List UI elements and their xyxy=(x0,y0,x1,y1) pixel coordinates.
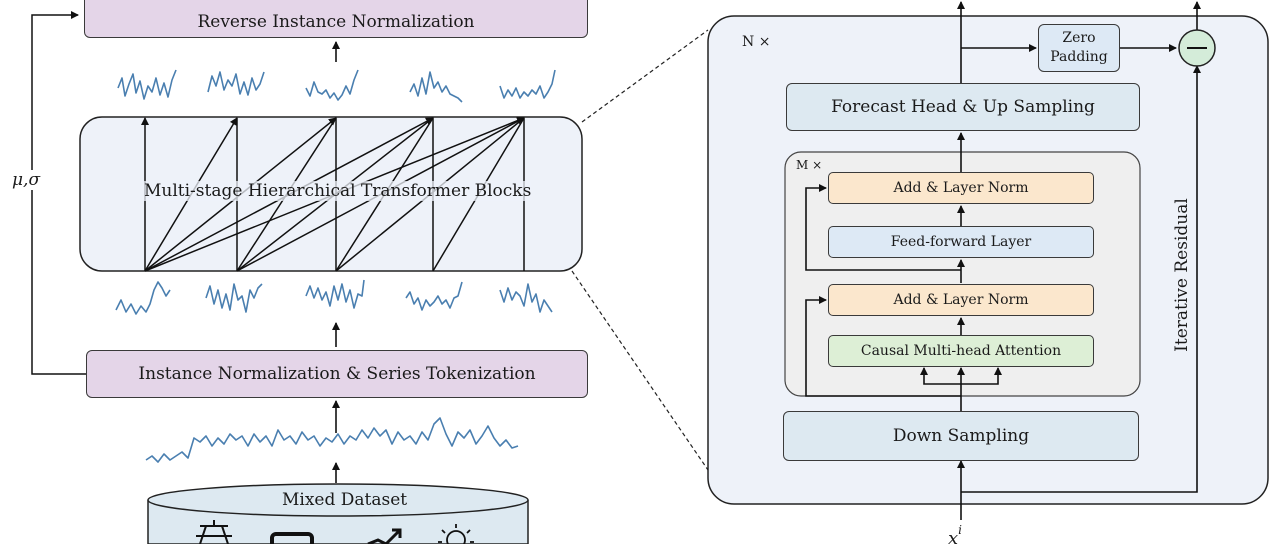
feed-forward-block: Feed-forward Layer xyxy=(828,226,1094,258)
forecast-head-block: Forecast Head & Up Sampling xyxy=(786,83,1140,131)
output-series xyxy=(117,69,556,103)
add-norm-top-label: Add & Layer Norm xyxy=(893,180,1029,196)
reverse-norm-block: Reverse Instance Normalization xyxy=(84,0,588,38)
feed-forward-label: Feed-forward Layer xyxy=(890,234,1032,250)
attention-label: Causal Multi-head Attention xyxy=(860,343,1062,359)
down-sampling-block: Down Sampling xyxy=(783,411,1139,461)
forecast-head-label: Forecast Head & Up Sampling xyxy=(831,97,1095,117)
reverse-norm-label: Reverse Instance Normalization xyxy=(197,12,475,32)
instance-norm-label: Instance Normalization & Series Tokeniza… xyxy=(138,364,536,384)
instance-norm-block: Instance Normalization & Series Tokeniza… xyxy=(86,350,588,398)
down-sampling-label: Down Sampling xyxy=(892,426,1030,446)
zoom-line-bottom xyxy=(571,270,709,471)
add-norm-top-block: Add & Layer Norm xyxy=(828,172,1094,204)
mu-sigma-label: μ,σ xyxy=(12,170,41,190)
input-label: xi xyxy=(948,523,962,544)
zero-padding-label-1: Zero xyxy=(1062,30,1096,46)
zoom-line-top xyxy=(581,29,709,123)
n-times-label: N × xyxy=(742,34,771,50)
mixed-dataset-label: Mixed Dataset xyxy=(282,490,408,510)
tower-icon xyxy=(196,520,232,544)
input-series xyxy=(115,279,553,315)
add-norm-bottom-label: Add & Layer Norm xyxy=(893,292,1029,308)
m-times-label: M × xyxy=(796,158,823,172)
zero-padding-block: Zero Padding xyxy=(1038,24,1120,72)
trend-arrow-icon xyxy=(367,528,402,544)
right-arrows xyxy=(805,1,1201,520)
add-norm-bottom-block: Add & Layer Norm xyxy=(828,284,1094,316)
dataset-cylinder xyxy=(147,483,529,544)
mixed-series xyxy=(145,417,519,463)
monitor-icon xyxy=(270,532,314,544)
zero-padding-label-2: Padding xyxy=(1050,49,1108,65)
mu-sigma-path xyxy=(31,11,86,375)
sun-icon xyxy=(438,524,474,544)
attention-block: Causal Multi-head Attention xyxy=(828,335,1094,367)
iterative-residual-label: Iterative Residual xyxy=(1172,198,1192,352)
transformer-blocks-label: Multi-stage Hierarchical Transformer Blo… xyxy=(144,181,532,201)
